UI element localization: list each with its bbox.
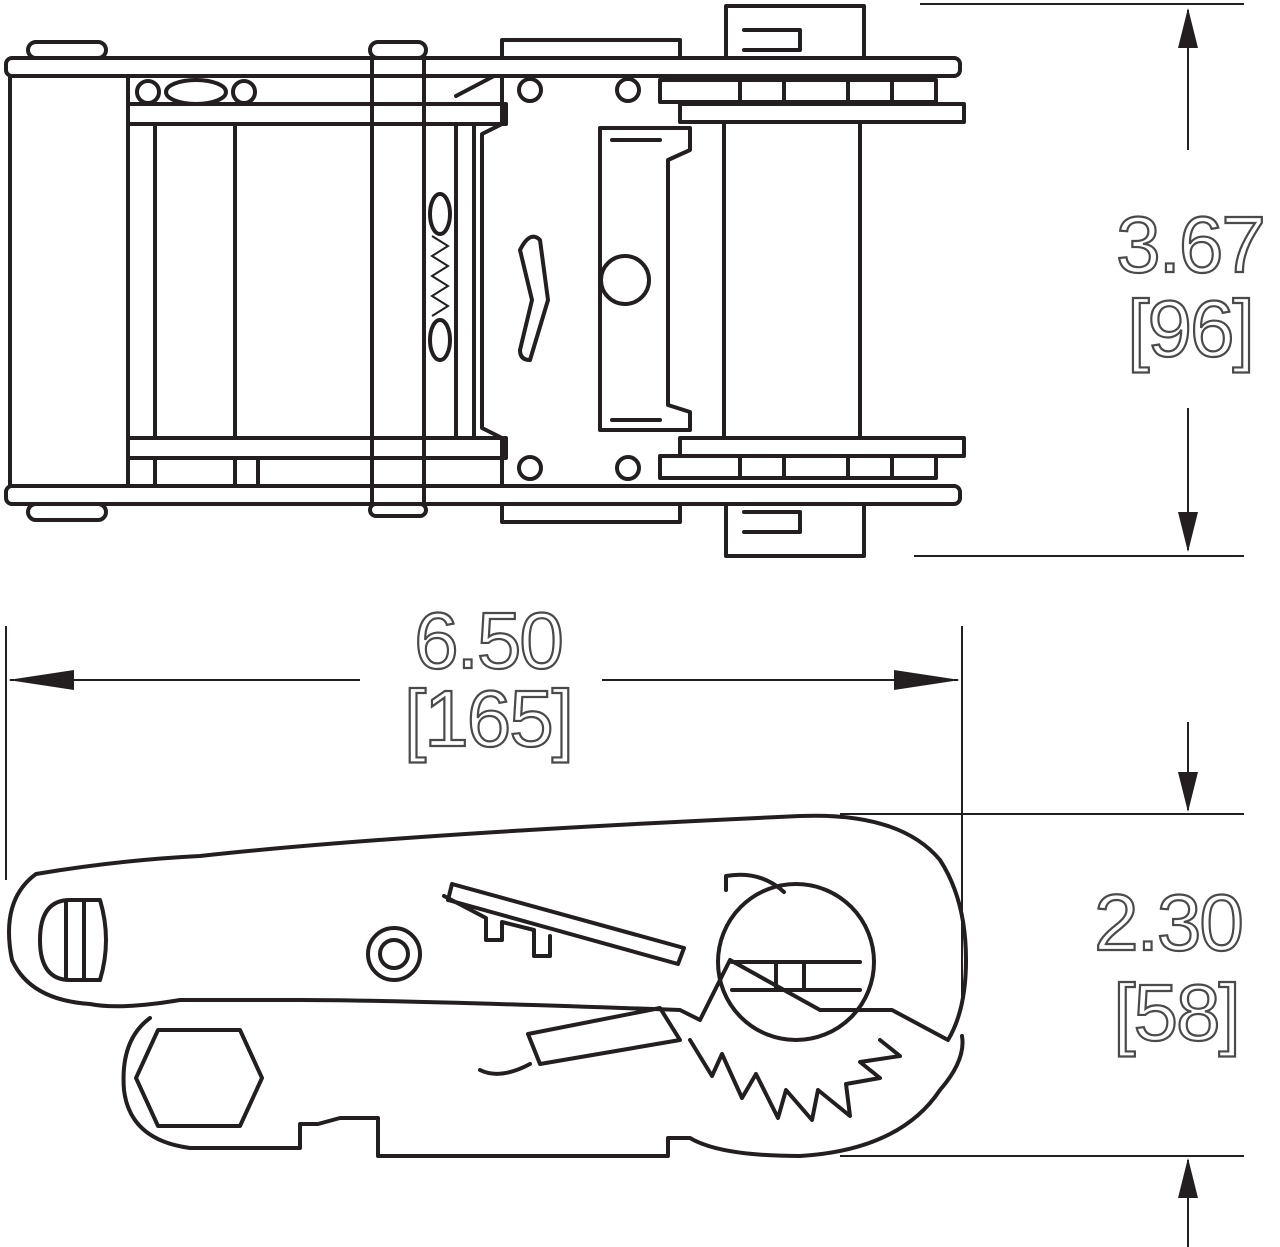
dimension-width: 3.67 [96] <box>914 3 1267 557</box>
width-value: 3.67 <box>1116 200 1264 289</box>
width-metric: [96] <box>1127 284 1252 373</box>
side-view <box>7 813 968 1158</box>
dimension-height: 2.30 [58] <box>840 722 1245 1247</box>
height-metric: [58] <box>1113 968 1238 1057</box>
length-value: 6.50 <box>414 596 562 685</box>
height-value: 2.30 <box>1094 878 1242 967</box>
length-metric: [165] <box>404 674 572 763</box>
top-view <box>4 4 966 558</box>
dimension-length: 6.50 [165] <box>5 595 963 1000</box>
